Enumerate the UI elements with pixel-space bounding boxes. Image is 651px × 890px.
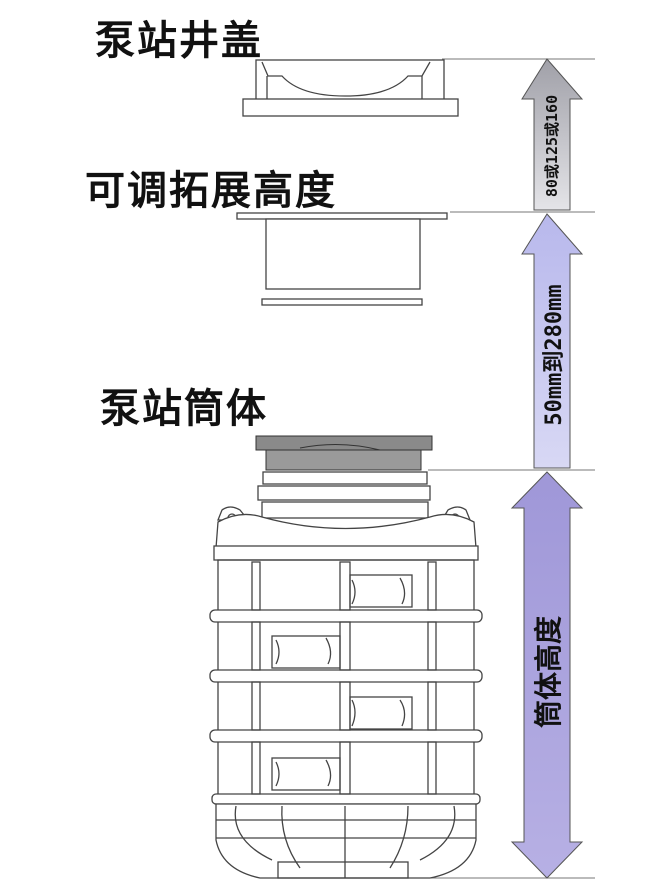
pump-station-body (209, 435, 483, 879)
manhole-cover (242, 59, 459, 117)
cover-height-text: 80或125或160 (543, 95, 561, 197)
body-label: 泵站筒体 (100, 385, 268, 432)
cover-height-arrow: 80或125或160 (521, 58, 584, 211)
adjustable-riser (236, 212, 448, 306)
body-height-arrow: 筒体高度 (510, 471, 584, 879)
riser-range-text: 50mm到280mm (542, 284, 567, 425)
riser-range-arrow: 50mm到280mm (521, 213, 584, 469)
body-height-text: 筒体高度 (532, 616, 565, 728)
riser-label: 可调拓展高度 (85, 167, 337, 214)
dimension-lines (420, 58, 595, 879)
cover-label: 泵站井盖 (95, 17, 263, 64)
